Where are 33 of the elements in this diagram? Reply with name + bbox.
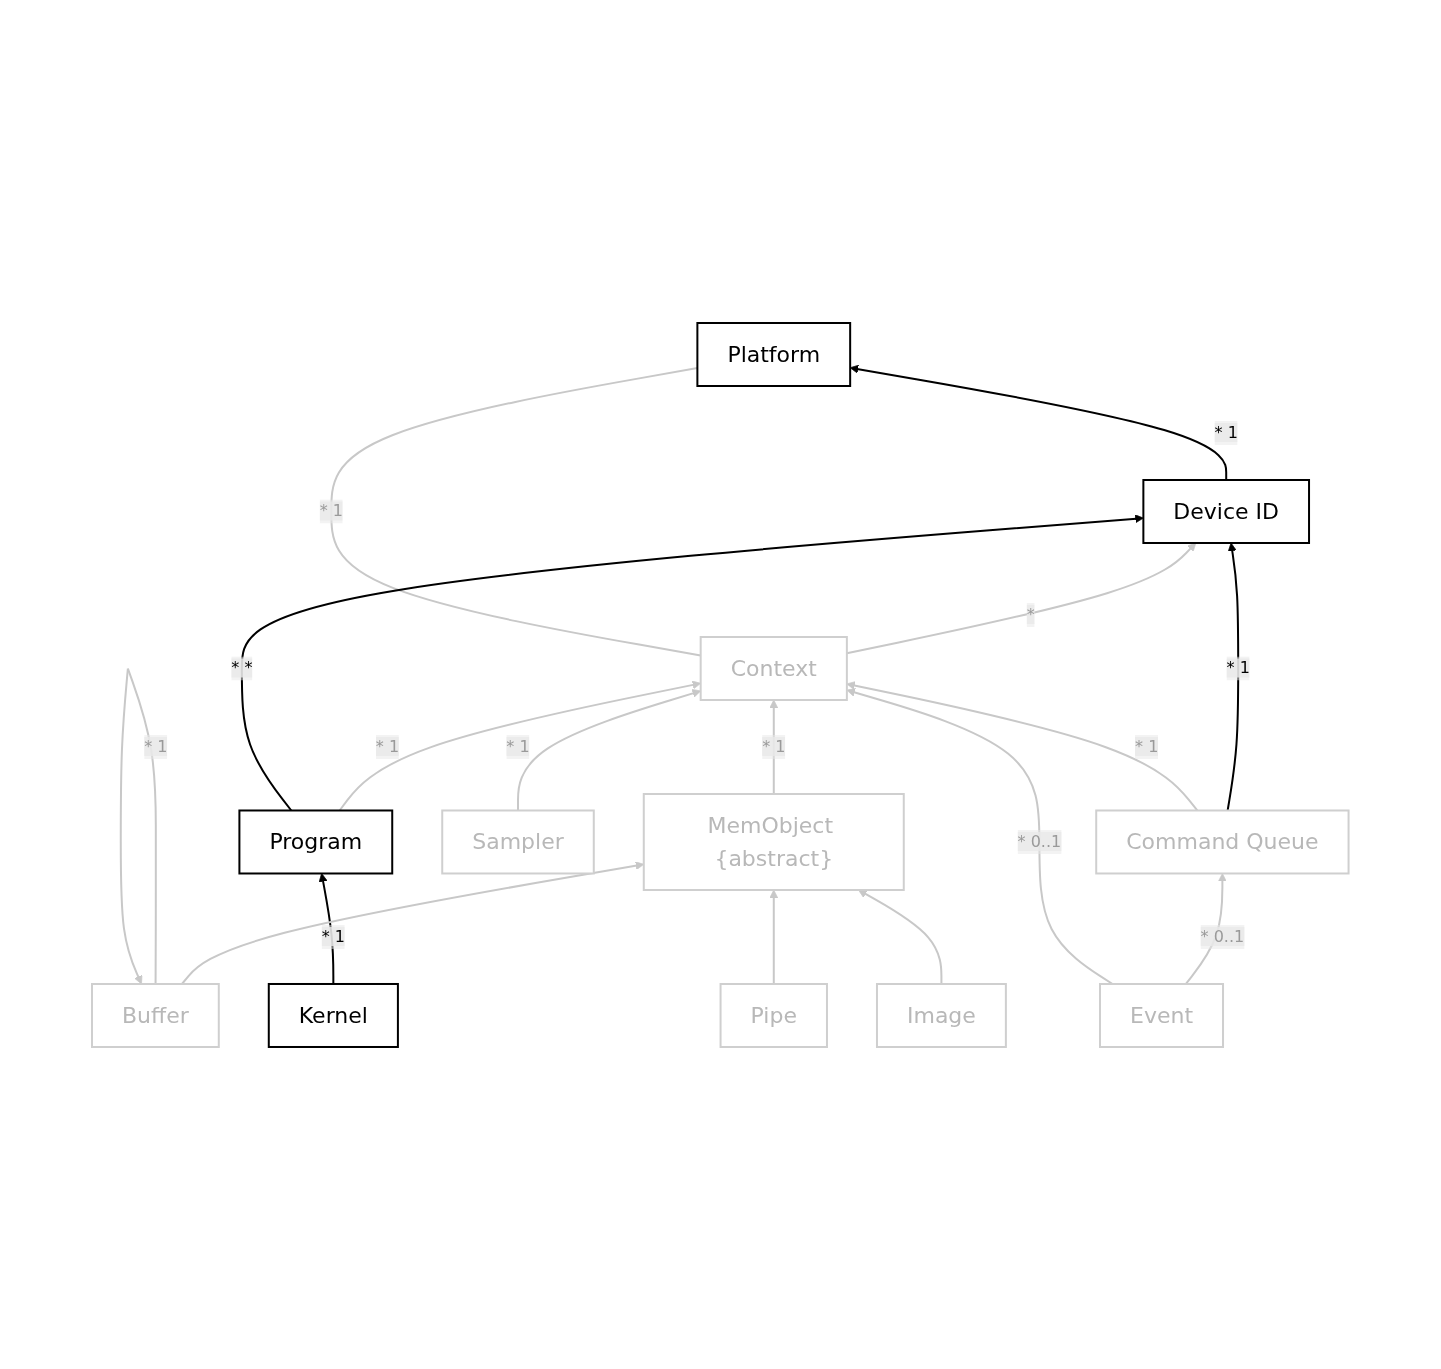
arrow [241,513,1144,811]
arrow [120,667,158,985]
arrow [318,872,335,985]
node-box: Event [1099,982,1225,1048]
arrow [1226,542,1240,811]
node-box: Sampler [441,809,595,874]
node-box: Platform [696,321,852,387]
edge-label: * 1 [319,501,344,520]
node-box: MemObject {abstract} [643,792,905,891]
edge-label: * 1 [1135,736,1159,756]
edge-label: * 1 [762,736,786,756]
edge-label: * * [231,657,253,677]
node-box: Program [238,809,394,874]
arrow [769,889,779,985]
arrow [858,889,943,985]
arrow [850,364,1228,481]
node-box: Pipe [719,982,829,1048]
node-box: Buffer [91,982,220,1048]
edge-label: * 1 [1226,657,1251,677]
edge-label: * 1 [506,736,530,756]
edge-label: * 1 [321,926,346,946]
node-box: Image [876,982,1008,1048]
node-box: Command Queue [1095,809,1350,874]
arrow [769,699,779,795]
edge-label: * 1 [144,736,168,756]
node-box: Context [699,635,849,701]
edge-label: * [1026,604,1035,624]
edge-label: * 1 [376,736,400,756]
node-box: Device ID [1142,478,1311,544]
node-box: Kernel [268,982,400,1048]
edge-label: * 0..1 [1017,831,1062,851]
edge-label: * 1 [1214,422,1239,442]
edge-label: * 0..1 [1200,926,1245,946]
